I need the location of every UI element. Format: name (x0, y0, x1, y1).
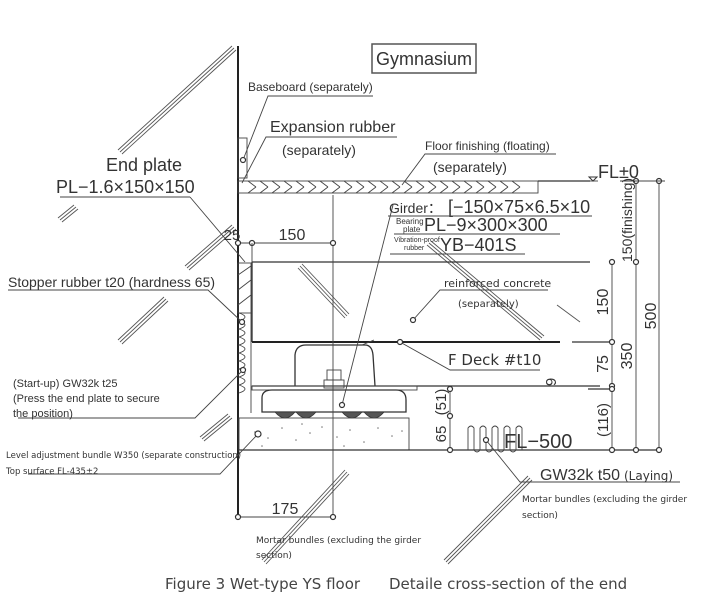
label-top-surface: Top surface FL-435±2 (5, 467, 98, 477)
label-vibration-spec: YB−401S (440, 235, 517, 255)
gw32k-t25-insulation (237, 312, 246, 394)
label-mortar-left-1: Mortar bundles (excluding the girder (256, 536, 421, 546)
dim-116: (116) (595, 403, 612, 437)
dim-150-right: 150 (595, 289, 612, 316)
label-fl-zero: FL±0 (598, 162, 639, 182)
label-vibration-2: rubber (404, 245, 425, 252)
dim-75: 75 (595, 355, 612, 373)
dim-9: 9 (543, 378, 560, 386)
label-mortar-right-1: Mortar bundles (excluding the girder (522, 495, 687, 505)
label-girder-spec: [−150×75×6.5×10 (448, 197, 590, 217)
dim-51: (51) (433, 389, 450, 416)
label-vibration-1: Vibration-proof (394, 237, 440, 244)
label-expansion-rubber: Expansion rubber (270, 119, 396, 136)
label-mortar-left-2: section) (256, 551, 292, 561)
vibration-proof-rubber (274, 411, 385, 419)
mortar-bundle (238, 417, 410, 451)
label-girder: Girder： (389, 200, 442, 216)
label-floor-finishing: Floor finishing (floating) (425, 139, 550, 153)
gw32k-t50-insulation (467, 425, 523, 453)
label-reinforced-concrete: reinforced concrete (444, 277, 551, 290)
title-box (371, 43, 477, 74)
dim-175: 175 (272, 501, 299, 518)
label-bearing-plate-1: Bearing (396, 217, 424, 226)
label-fl-500: FL−500 (504, 431, 572, 453)
label-level-adjust: Level adjustment bundle W350 (separate c… (6, 451, 241, 461)
label-bearing-plate-2: plate (403, 225, 421, 234)
label-startup-2: (Press the end plate to secure (13, 393, 160, 405)
dim-65: 65 (433, 426, 450, 443)
label-expansion-rubber-sub: (separately) (282, 142, 356, 158)
label-floor-finishing-sub: (separately) (433, 159, 507, 175)
label-startup-3: the position) (13, 408, 73, 420)
label-mortar-right-2: section) (522, 511, 558, 521)
label-gw32k-t50: GW32k t50 (540, 467, 620, 484)
label-startup-1: (Start-up) GW32k t25 (13, 378, 118, 390)
dim-350: 350 (619, 343, 636, 370)
label-baseboard: Baseboard (separately) (248, 80, 373, 94)
baseboard (237, 137, 248, 179)
leader-lines (8, 95, 680, 483)
caption-part-1: Figure 3 Wet-type YS floor (165, 575, 361, 593)
stopper-rubber (237, 262, 252, 314)
anchor-bolt (323, 369, 345, 389)
title-gymnasium: Gymnasium (376, 49, 472, 69)
bearing-plate (251, 385, 418, 413)
label-laying: (Laying) (624, 469, 673, 483)
level-marker-icon (587, 176, 599, 182)
floor-finishing (237, 180, 590, 194)
dimension-lines (234, 177, 665, 521)
concrete-slab (251, 261, 612, 343)
label-bearing-plate-spec: PL−9×300×300 (424, 215, 548, 235)
label-reinforced-concrete-sub: (separately) (458, 299, 519, 310)
label-end-plate: End plate (106, 155, 182, 175)
dim-500: 500 (643, 303, 660, 330)
caption-part-2: Detaile cross-section of the end (389, 575, 627, 593)
dim-150-top: 150 (279, 227, 306, 244)
break-lines (57, 45, 581, 565)
dim-150-finishing: 150(finishing) (619, 178, 635, 262)
dim-25: 25 (224, 227, 241, 244)
label-f-deck: F Deck #t10 (448, 351, 541, 369)
label-stopper-rubber: Stopper rubber t20 (hardness 65) (8, 274, 215, 290)
label-end-plate-spec: PL−1.6×150×150 (56, 177, 195, 197)
